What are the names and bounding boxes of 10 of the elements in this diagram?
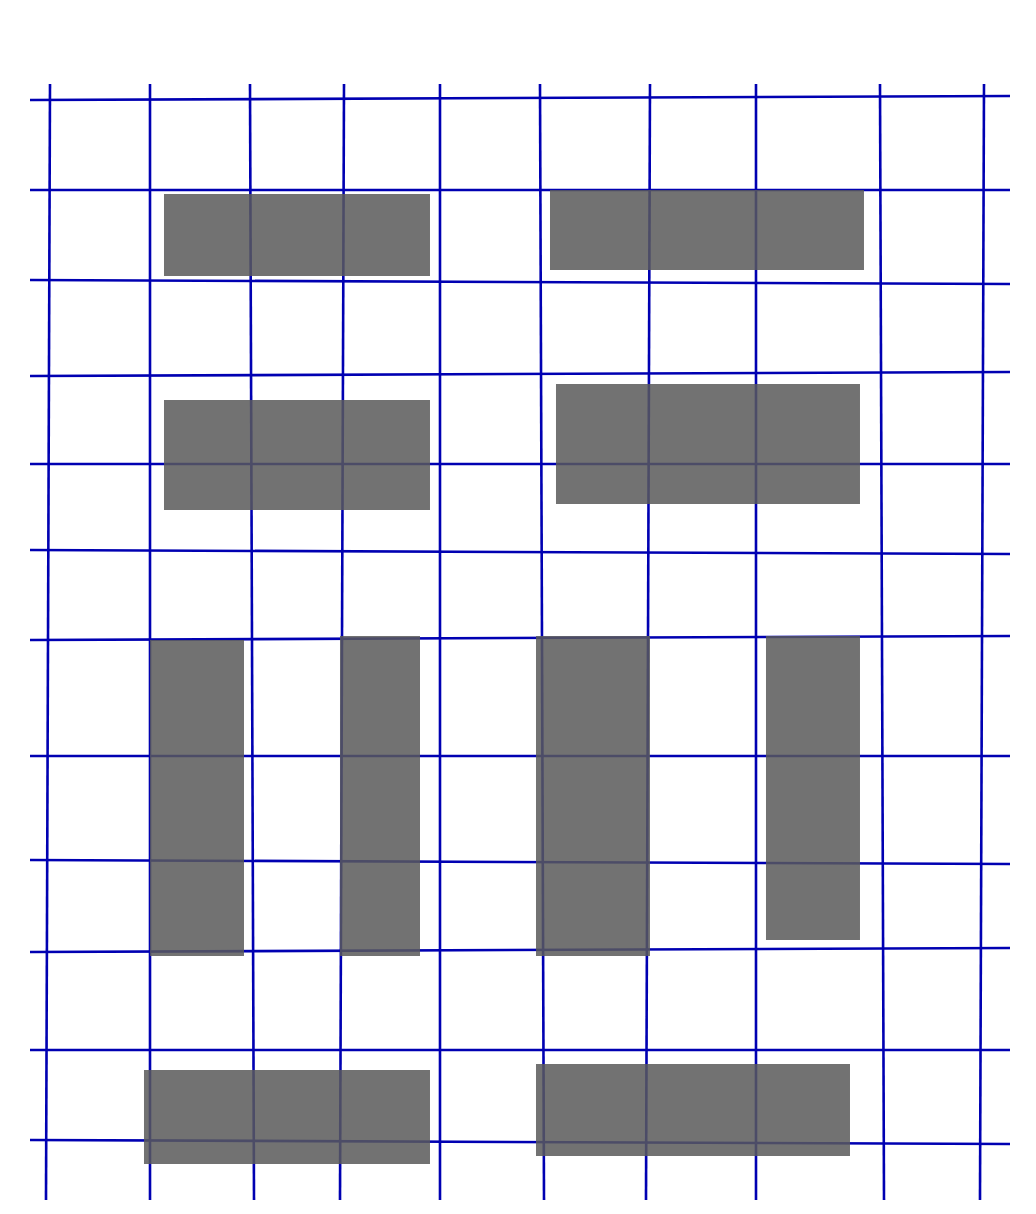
shaded-bar [150, 640, 244, 956]
shaded-bar [340, 636, 420, 956]
shaded-bar [144, 1070, 430, 1164]
shaded-bar [164, 400, 430, 510]
shaded-bar [550, 190, 864, 270]
shaded-bar [164, 194, 430, 276]
shaded-bar [536, 636, 650, 956]
shaded-bar [556, 384, 860, 504]
shaded-bar [766, 636, 860, 940]
shaded-bar [536, 1064, 850, 1156]
